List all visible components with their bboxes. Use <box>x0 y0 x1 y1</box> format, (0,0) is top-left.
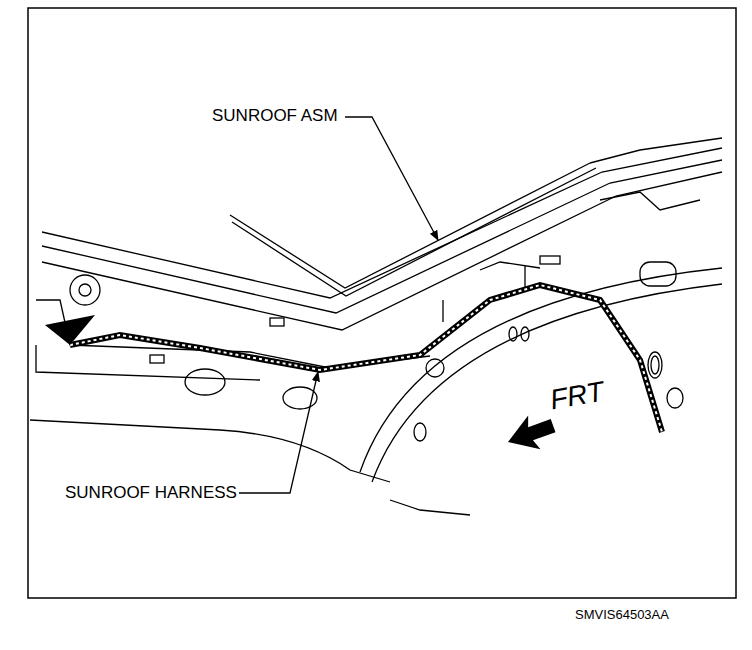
part-name: SUNROOF HARNESS <box>63 483 239 503</box>
sunroof-harness <box>45 285 662 432</box>
figure-code: SMVIS64503AA <box>573 608 671 623</box>
direction-label: FRT <box>546 375 609 417</box>
frame <box>28 8 736 598</box>
part-name: SUNROOF ASM <box>210 106 340 126</box>
roof-structure <box>30 138 722 515</box>
leader-line <box>238 372 318 493</box>
leader-line <box>345 117 438 240</box>
harness-clips <box>443 265 525 322</box>
